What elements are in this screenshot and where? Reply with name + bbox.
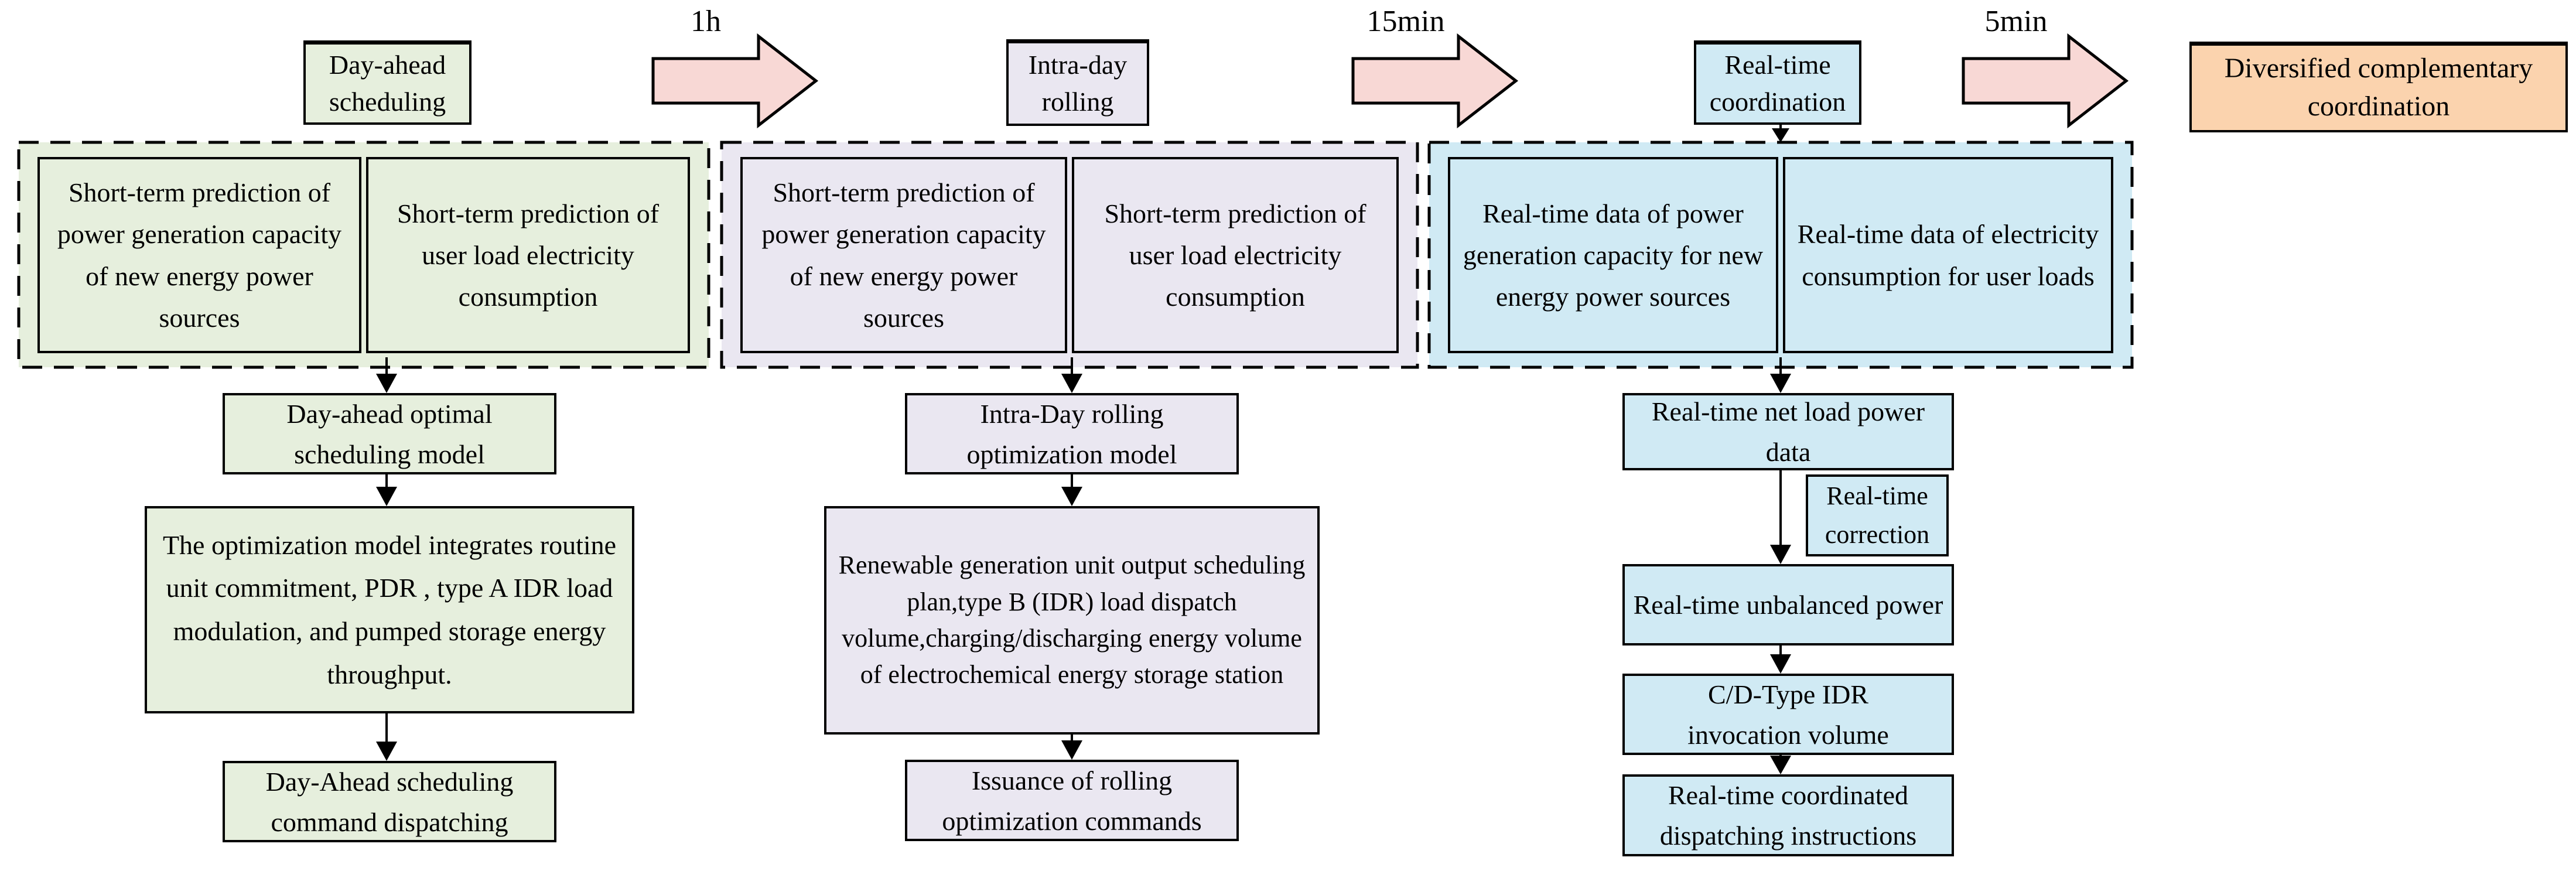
interval-label-1h: 1h: [691, 5, 721, 38]
stage3-step-unbalanced: Real-time unbalanced power: [1622, 564, 1954, 645]
flow-arrow-1h-icon: [651, 33, 819, 129]
stage1-step-model: Day-ahead optimal scheduling model: [223, 393, 556, 474]
stage3-correction-box: Real-time correction: [1806, 474, 1949, 556]
stage1-header-box: Day-ahead scheduling: [303, 42, 472, 125]
stage1-connector-description-to-dispatch: [376, 713, 397, 761]
stage2-connector-model-to-description: [1061, 474, 1082, 506]
stage3-input-box-1: Real-time data of power generation capac…: [1448, 157, 1778, 353]
interval-label-5min: 5min: [1984, 5, 2048, 38]
stage1-connector-model-to-description: [376, 474, 397, 506]
stage1-input-box-2: Short-term prediction of user load elect…: [366, 157, 690, 353]
stage1-step-description: The optimization model integrates routin…: [145, 506, 634, 713]
stage2-input-box-1: Short-term prediction of power generatio…: [740, 157, 1067, 353]
stage3-input-box-2: Real-time data of electricity consumptio…: [1783, 157, 2113, 353]
stage3-step-netload: Real-time net load power data: [1622, 393, 1954, 470]
stage2-connector-description-to-dispatch: [1061, 735, 1082, 760]
stage3-connector-idr-to-instructions: [1770, 755, 1791, 774]
flow-arrow-15min-icon: [1351, 33, 1519, 129]
stage2-step-model: Intra-Day rolling optimization model: [905, 393, 1239, 474]
stage1-step-dispatch: Day-Ahead scheduling command dispatching: [223, 761, 556, 842]
interval-label-15min: 15min: [1366, 5, 1445, 38]
stage2-header-box: Intra-day rolling: [1006, 41, 1149, 126]
stage3-step-instructions: Real-time coordinated dispatching instru…: [1622, 774, 1954, 856]
stage3-header-box: Real-time coordination: [1694, 42, 1861, 125]
stage3-connector-netload-to-unbalanced: [1770, 470, 1791, 564]
stage2-step-dispatch: Issuance of rolling optimization command…: [905, 760, 1239, 841]
stage2-step-description: Renewable generation unit output schedul…: [824, 506, 1320, 735]
final-stage-box: Diversified complementary coordination: [2189, 43, 2568, 132]
stage1-input-box-1: Short-term prediction of power generatio…: [37, 157, 361, 353]
stage3-connector-unbalanced-to-idr: [1770, 645, 1791, 674]
stage2-input-box-2: Short-term prediction of user load elect…: [1072, 157, 1399, 353]
stage3-connector-header-to-inputs: [1772, 125, 1789, 142]
flow-arrow-5min-icon: [1962, 33, 2129, 129]
stage3-step-idr: C/D-Type IDR invocation volume: [1622, 674, 1954, 755]
